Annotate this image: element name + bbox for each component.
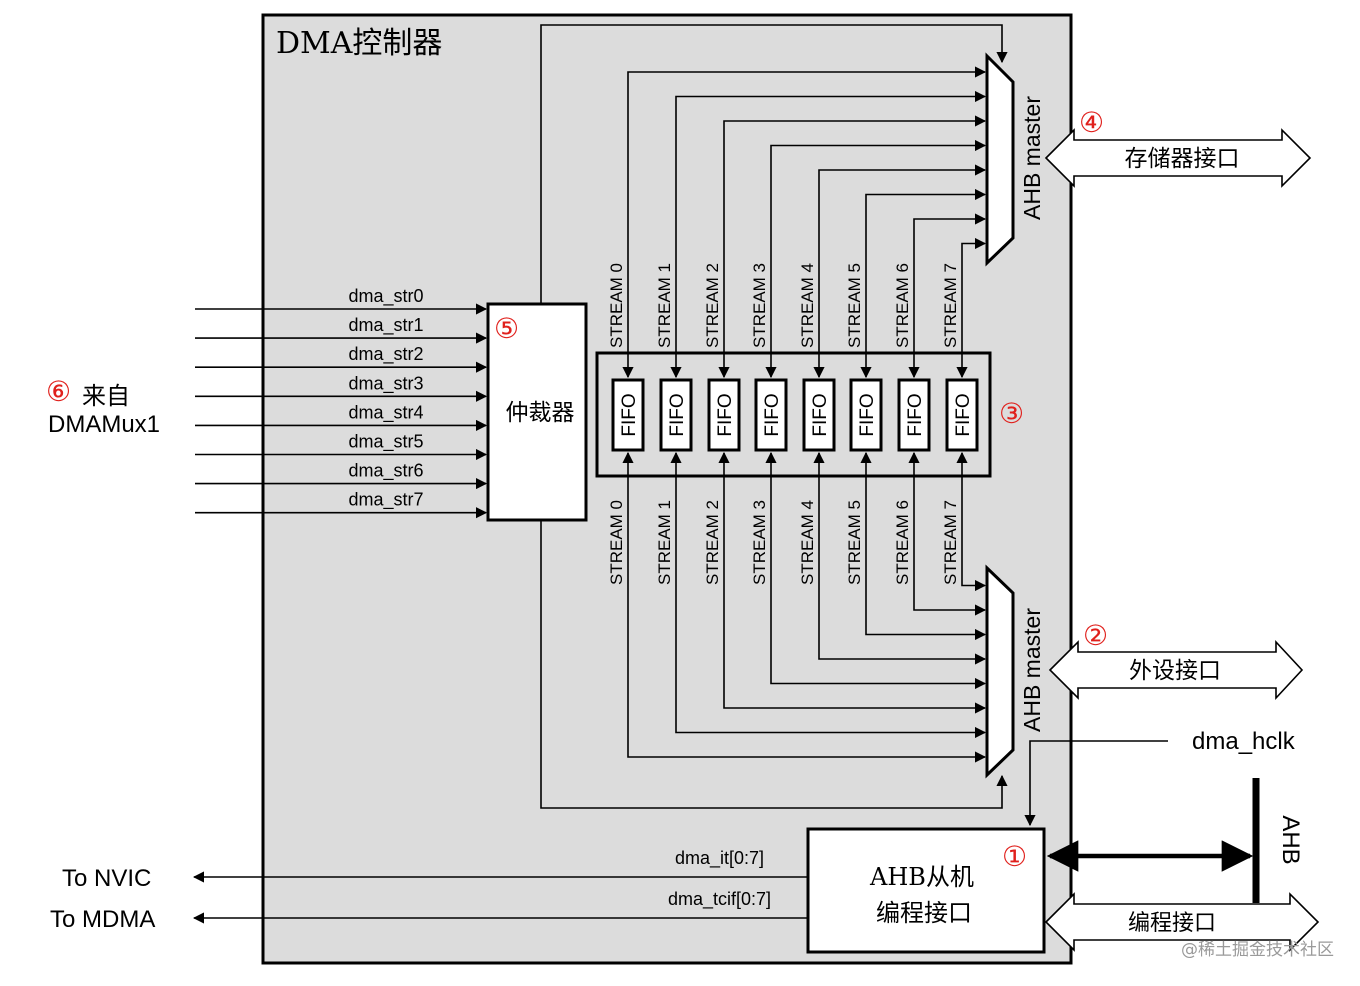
stream-bottom-line-3 [765,451,987,690]
input-signal-label: dma_str3 [348,373,423,394]
stream-label-top: STREAM 1 [655,263,674,348]
controller-title: DMA控制器 [276,26,442,61]
fifo-label: FIFO [667,393,688,436]
programming-interface-arrow [1044,892,1320,952]
fifo-cell-4 [802,378,836,452]
fifo-label: FIFO [762,393,783,436]
fifo-cell-3 [754,378,788,452]
stream-label-top: STREAM 0 [607,263,626,348]
stream-bottom-line-4 [813,451,987,665]
peripheral-marker: ② [1083,619,1108,652]
slave-label-line1: AHB从机 [869,863,974,891]
fifo-cell-0 [611,378,645,452]
mdma-signal-label: dma_tcif[0:7] [668,889,771,910]
watermark: @稀土掘金技术社区 [1181,940,1334,960]
stream-bottom-line-1 [670,451,987,739]
input-signal-label: dma_str6 [348,461,423,482]
fifo-cell-5 [849,378,883,452]
ahb-bus-label: AHB [1277,815,1304,864]
arbiter-to-memory-master [540,24,1008,304]
input-signal-label: dma_str0 [348,286,423,307]
stream-top-line-1 [670,90,987,379]
stream-bottom-line-6 [908,451,987,616]
stream-top-line-0 [622,66,987,379]
slave-marker: ① [1002,840,1027,873]
stream-top-line-6 [908,213,987,379]
stream-top-line-2 [718,115,987,379]
fifo-cells: FIFO FIFO FIFO FIFO FIFO FIFO FIFO FIFO [611,378,979,452]
input-signal-label: dma_str5 [348,432,423,453]
stream-top-line-7 [956,237,987,379]
fifo-cell-2 [707,378,741,452]
fifo-label: FIFO [953,393,974,436]
fifo-label: FIFO [715,393,736,436]
peripheral-interface-label: 外设接口 [1129,658,1221,684]
fifo-cell-7 [945,378,979,452]
fifo-cell-1 [659,378,693,452]
fifo-cell-6 [897,378,931,452]
source-marker: ⑥ [46,375,71,408]
input-signal-label: dma_str1 [348,315,423,336]
memory-master-label: AHB master [1019,96,1045,220]
arbiter-to-peripheral-master [540,520,1008,809]
stream-bottom-line-5 [860,451,987,641]
clock-label: dma_hclk [1192,728,1296,755]
fifo-container [595,351,992,478]
input-signal-label: dma_str4 [348,402,423,423]
stream-bottom-line-2 [718,451,987,714]
mdma-target-label: To MDMA [50,906,155,933]
programming-interface-label: 编程接口 [1128,911,1216,936]
stream-label-bottom: STREAM 4 [798,500,817,585]
stream-label-bottom: STREAM 6 [893,500,912,585]
stream-label-top: STREAM 5 [845,263,864,348]
source-from-label: 来自 [82,382,130,410]
stream-label-bottom: STREAM 5 [845,500,864,585]
stream-bottom-line-0 [622,451,987,763]
input-signal-label: dma_str7 [348,490,423,511]
clock-line [1024,740,1168,827]
source-name: DMAMux1 [48,411,160,438]
fifo-label: FIFO [905,393,926,436]
stream-top-line-5 [860,188,987,379]
slave-label-line2: 编程接口 [876,899,972,927]
peripheral-interface-arrow [1048,639,1304,701]
memory-interface-arrow [1044,128,1312,188]
peripheral-ahb-master [985,564,1015,779]
nvic-target-label: To NVIC [62,865,151,892]
ahb-slave-box [806,827,1046,954]
arbiter-box [486,302,588,522]
memory-marker: ④ [1079,106,1104,139]
stream-lines: STREAM 0 STREAM 0 STREAM 1 STREAM 1 STREAM 2… [607,66,987,763]
fifo-label: FIFO [857,393,878,436]
fifo-label: FIFO [619,393,640,436]
fifo-marker: ③ [999,397,1024,430]
arbiter-label: 仲裁器 [506,400,575,426]
stream-label-bottom: STREAM 2 [703,500,722,585]
memory-ahb-master [985,52,1015,267]
input-signal-lines: dma_str0 dma_str1 dma_str2 dma_str3 dma_str4… [195,286,488,519]
stream-label-bottom: STREAM 1 [655,500,674,585]
peripheral-master-label: AHB master [1019,608,1045,732]
stream-label-top: STREAM 7 [941,263,960,348]
stream-label-bottom: STREAM 3 [750,500,769,585]
stream-top-line-4 [813,164,987,379]
stream-bottom-line-7 [956,451,987,592]
fifo-label: FIFO [810,393,831,436]
stream-label-top: STREAM 3 [750,263,769,348]
stream-top-line-3 [765,139,987,379]
stream-label-top: STREAM 4 [798,263,817,348]
stream-label-top: STREAM 6 [893,263,912,348]
stream-label-bottom: STREAM 7 [941,500,960,585]
stream-label-top: STREAM 2 [703,263,722,348]
stream-label-bottom: STREAM 0 [607,500,626,585]
arbiter-marker: ⑤ [494,312,519,345]
nvic-signal-label: dma_it[0:7] [675,848,764,869]
input-signal-label: dma_str2 [348,344,423,365]
memory-interface-label: 存储器接口 [1125,146,1240,172]
